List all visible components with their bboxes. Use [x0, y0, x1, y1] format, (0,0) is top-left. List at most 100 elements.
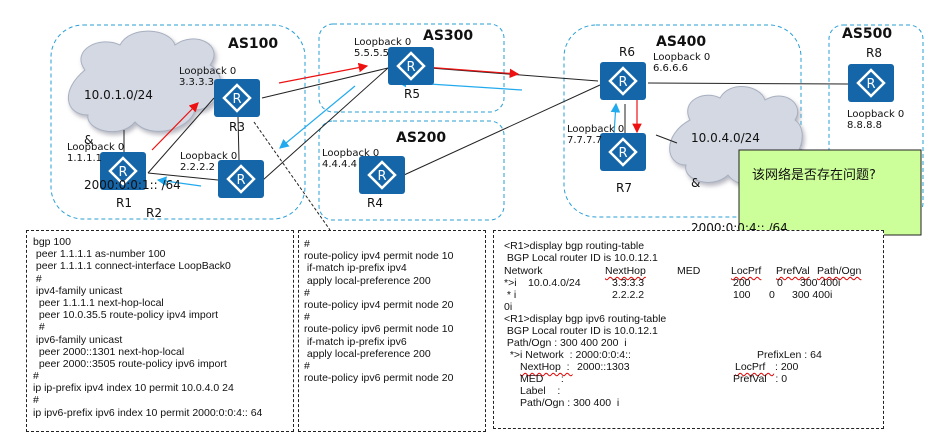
v6-prefval: PrefVal : 0	[733, 373, 788, 385]
router-glyph: R	[406, 60, 415, 75]
config-line: #	[33, 370, 39, 383]
policy-line: if-match ip-prefix ipv6	[304, 335, 407, 348]
row1-nexthop: 3.3.3.3	[612, 277, 645, 289]
loopback-label: Loopback 0	[847, 109, 905, 120]
as400-label: AS400	[656, 34, 707, 50]
loopback-label: Loopback 0	[179, 66, 237, 77]
v6-nexthop-label: NextHop :	[520, 361, 573, 373]
router-r7[interactable]: R	[600, 133, 646, 171]
router-icon	[608, 137, 638, 167]
cloud-r7-line: 10.0.4.0/24	[691, 131, 760, 145]
config-line: peer 2000::3505 route-policy ipv6 import	[33, 357, 227, 370]
router-r2[interactable]: R	[218, 160, 264, 198]
config-line: peer 2000::1301 next-hop-local	[33, 345, 185, 358]
r3-bgp-config-text: bgp 100 peer 1.1.1.1 as-number 100 peer …	[33, 236, 262, 419]
row2-nexthop: 2.2.2.2	[612, 289, 645, 301]
router-glyph: R	[866, 77, 875, 92]
router-r1-name: R1	[116, 196, 132, 210]
loopback-ip: 4.4.4.4	[322, 159, 357, 170]
v6-label: Label :	[520, 385, 561, 397]
router-icon	[856, 68, 886, 98]
router-r6[interactable]: R	[600, 62, 646, 100]
config-line: peer 10.0.35.5 route-policy ipv4 import	[33, 309, 219, 322]
router-icon	[222, 83, 252, 113]
v6-path: Path/Ogn : 300 400 i	[520, 397, 620, 409]
link-r6-r8	[647, 82, 849, 85]
v6-network: *>i Network : 2000:0:0:4::	[504, 349, 631, 361]
routing-table-output-box	[493, 230, 884, 429]
router-glyph: R	[618, 146, 627, 161]
arrow-blue-r7-r6	[610, 102, 621, 135]
v6-locprf-label: LocPrf	[735, 361, 775, 373]
policy-line: apply local-preference 200	[304, 274, 431, 287]
v6-med: MED :	[520, 373, 564, 385]
pointer-r3-policy	[253, 121, 331, 231]
row2-path: 300 400i	[792, 289, 833, 301]
router-r3[interactable]: R	[214, 79, 260, 117]
link-r7-cloud	[655, 134, 678, 144]
router-r8[interactable]: R	[848, 64, 894, 102]
loopback-label: Loopback 0	[653, 52, 711, 63]
loopback-label: Loopback 0	[67, 142, 125, 153]
config-line: ip ipv6-prefix ipv6 index 10 permit 2000…	[33, 406, 263, 419]
router-r7-name: R7	[616, 181, 632, 195]
router-r1[interactable]: R	[100, 152, 146, 190]
loopback-label: Loopback 0	[180, 151, 238, 162]
config-line: bgp 100	[33, 236, 71, 248]
router-r2-name: R2	[146, 206, 162, 220]
row1-prefval: 0	[777, 277, 783, 289]
router-icon	[367, 160, 397, 190]
router-glyph: R	[118, 165, 127, 180]
router-id-line-2: BGP Local router ID is 10.0.12.1	[504, 325, 658, 337]
loopback-ip: 7.7.7.7	[567, 135, 602, 146]
v6-nexthop-value: 2000::1303	[577, 361, 630, 373]
route-policy-text: #route-policy ipv4 permit node 10 if-mat…	[304, 238, 453, 384]
link-r2-r5	[262, 67, 389, 181]
as100-label: AS100	[228, 36, 279, 52]
router-r4[interactable]: R	[359, 156, 405, 194]
callout-text: 该网络是否存在问题?	[752, 168, 876, 183]
config-line: ipv6-family unicast	[33, 333, 123, 346]
row1-flags: *>i	[504, 277, 517, 289]
cloud-r1-text: 10.0.1.0/24 & 2000:0:0:1:: /64	[84, 58, 181, 208]
policy-line: #	[304, 311, 310, 324]
router-glyph: R	[618, 75, 627, 90]
row-wrap: 0i	[504, 301, 513, 313]
loopback-ip: 6.6.6.6	[653, 63, 688, 74]
router-r4-name: R4	[367, 196, 383, 210]
policy-line: apply local-preference 200	[304, 347, 431, 360]
link-r3-r5	[261, 67, 389, 99]
router-r8-name: R8	[866, 46, 882, 60]
row1-network: 10.0.4.0/24	[528, 277, 581, 289]
config-line: peer 1.1.1.1 next-hop-local	[33, 296, 164, 309]
r3-bgp-config-box: bgp 100 peer 1.1.1.1 as-number 100 peer …	[26, 230, 294, 432]
router-r5[interactable]: R	[388, 47, 434, 85]
as300-label: AS300	[423, 28, 474, 44]
col-network: Network	[504, 265, 543, 277]
loopback-label: Loopback 0	[567, 124, 625, 135]
router-glyph: R	[377, 169, 386, 184]
config-line: #	[33, 394, 39, 407]
loopback-ip: 8.8.8.8	[847, 120, 882, 131]
loopback-ip: 5.5.5.5	[354, 48, 389, 59]
link-r1-r2	[147, 172, 219, 181]
policy-line: route-policy ipv6 permit node 10	[304, 323, 454, 336]
cloud-r7-line: &	[691, 176, 701, 190]
loopback-label: Loopback 0	[354, 37, 412, 48]
cloud-r1-line: &	[84, 133, 94, 147]
col-med: MED	[677, 265, 701, 277]
policy-line: route-policy ipv4 permit node 20	[304, 298, 454, 311]
col-prefval: PrefVal	[776, 265, 810, 277]
policy-line: #	[304, 286, 310, 299]
route-policy-box: #route-policy ipv4 permit node 10 if-mat…	[298, 230, 486, 432]
as300-boundary	[318, 23, 505, 113]
policy-line: route-policy ipv6 permit node 20	[304, 372, 454, 385]
